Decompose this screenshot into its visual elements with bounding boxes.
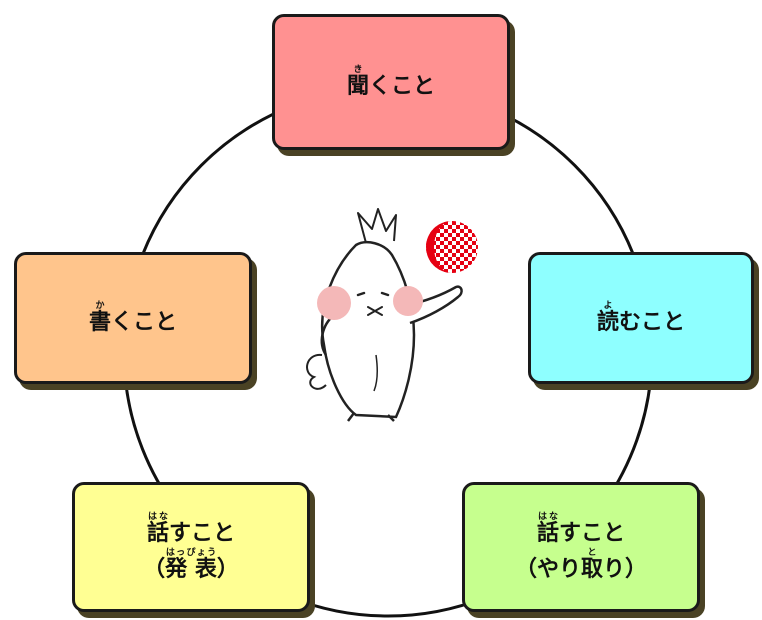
skill-box-listening: 聞きくこと	[272, 14, 510, 150]
skill-box-reading: 読よむこと	[528, 252, 754, 384]
skill-label-speaking-presentation: 話はなすこと （発 表はっぴょう）	[143, 511, 239, 582]
skill-box-writing: 書かくこと	[14, 252, 252, 384]
skill-box-speaking-presentation: 話はなすこと （発 表はっぴょう）	[72, 482, 310, 612]
skill-label-writing: 書かくこと	[88, 300, 178, 335]
mascot-character-illustration	[306, 208, 478, 422]
skill-label-listening: 聞きくこと	[346, 64, 436, 99]
skill-label-reading: 読よむこと	[596, 300, 686, 335]
skill-label-speaking-interaction: 話はなすこと （やり取とり）	[514, 511, 648, 582]
skill-box-speaking-interaction: 話はなすこと （やり取とり）	[462, 482, 700, 612]
